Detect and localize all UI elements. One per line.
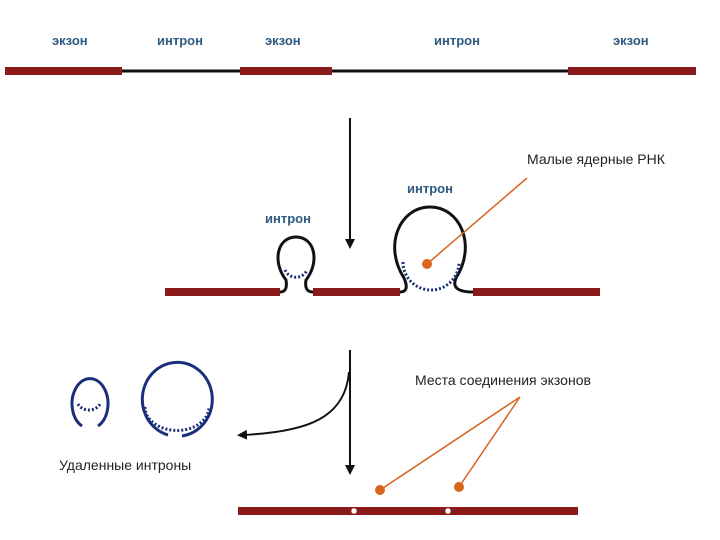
removed-introns [70,360,214,438]
exon-segment-2b [313,288,400,296]
exon-label-2: экзон [265,33,301,48]
splice-sites-label: Места соединения экзонов [415,372,591,388]
intron-loop-large [393,205,474,294]
removed-intron-small [70,377,110,428]
removed-intron-small-snrna [76,403,102,412]
intron-loop-small [276,235,316,294]
removed-intron-large-snrna [143,406,211,432]
removed-introns-label: Удаленные интроны [59,457,192,473]
splice-pointer-dot-1 [375,485,385,495]
splice-junction-2 [444,507,452,515]
splice-pointer-dot-2 [454,482,464,492]
spliceosome-stage [165,177,600,296]
snrna-pointer-line [426,177,528,265]
exon-segment-1 [5,67,122,75]
splice-junction-1 [350,507,358,515]
splice-pointers [375,396,521,495]
mature-mrna-bar [238,507,578,515]
intron-label-1: интрон [157,33,203,48]
splice-pointer-line-2 [458,396,521,488]
pre-mrna [5,67,696,75]
splice-pointer-line-1 [379,396,521,491]
intron-loop-label-large: интрон [407,181,453,196]
snrna-arc-small [283,269,309,279]
snrna-label: Малые ядерные РНК [527,151,665,167]
removed-intron-large [140,360,214,438]
intron-label-2: интрон [434,33,480,48]
exon-segment-2 [240,67,332,75]
exon-label-1: экзон [52,33,88,48]
snrna-arc-large [401,261,461,292]
mature-mrna [238,507,578,515]
exon-label-3: экзон [613,33,649,48]
snrna-pointer-dot [422,259,432,269]
intron-loop-label-small: интрон [265,211,311,226]
excision-arrow [237,371,350,440]
exon-segment-1b [165,288,280,296]
exon-segment-3 [568,67,696,75]
exon-segment-3b [473,288,600,296]
